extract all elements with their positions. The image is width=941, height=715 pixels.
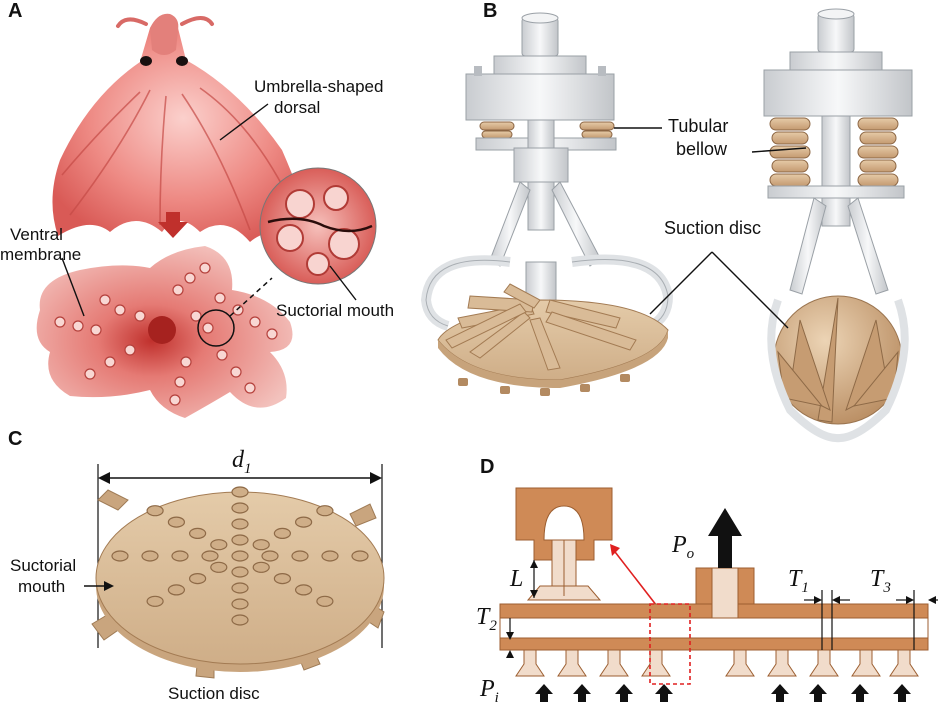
section-cup: [767, 649, 797, 677]
suction-cup: [189, 527, 207, 540]
section-view: [499, 567, 929, 685]
suction-cup: [167, 516, 185, 528]
cup-detail-inset: [515, 487, 613, 601]
suction-cup: [231, 566, 249, 578]
suction-cup: [252, 561, 270, 573]
inflow-arrow-icon: [851, 684, 869, 702]
section-cup: [809, 649, 839, 677]
label-pi: Pi: [480, 676, 499, 706]
suction-disc-image: [91, 486, 385, 679]
suction-cup: [252, 539, 270, 551]
octopus-dorsal-image: [52, 13, 314, 242]
suction-cup: [351, 550, 369, 562]
label-umbrella-dorsal-2: dorsal: [274, 98, 321, 117]
inflow-arrow-icon: [535, 684, 553, 702]
label-t3: T3: [870, 566, 891, 596]
suction-cup: [171, 550, 189, 562]
suction-cup: [231, 502, 249, 514]
zoom-source-circle: [197, 309, 235, 347]
suction-cup: [210, 561, 228, 573]
suction-cup: [316, 505, 334, 517]
gripper-closed: [763, 8, 913, 443]
suction-cup: [295, 584, 313, 596]
zoom-inset-image: [259, 167, 377, 285]
inflow-arrow-icon: [573, 684, 591, 702]
suction-cup: [261, 550, 279, 562]
inflow-arrow-icon: [615, 684, 633, 702]
suction-cup: [321, 550, 339, 562]
section-cup: [599, 649, 629, 677]
suction-cup: [141, 550, 159, 562]
label-po: Po: [672, 532, 695, 562]
suction-cup: [111, 550, 129, 562]
panel-b-letter: B: [483, 0, 498, 22]
suction-cup: [231, 534, 249, 546]
down-arrow-icon: [158, 212, 188, 238]
suction-cup: [291, 550, 309, 562]
suction-cup: [273, 572, 291, 585]
section-cup: [641, 649, 671, 677]
octopus-ventral-image: [36, 246, 293, 418]
section-cup: [557, 649, 587, 677]
label-suctorial-1: Suctorial: [10, 556, 77, 575]
label-umbrella-dorsal-1: Umbrella-shaped: [254, 77, 384, 96]
section-cup: [851, 649, 881, 677]
suction-cup: [273, 527, 291, 540]
suction-cup: [295, 516, 313, 528]
label-suctorial-mouth-a: Suctorial mouth: [276, 301, 395, 320]
suction-cup: [231, 550, 249, 562]
label-suction-disc-c: Suction disc: [168, 684, 260, 703]
suction-cup: [146, 505, 164, 517]
suction-cup: [231, 614, 249, 626]
label-suction-disc-b: Suction disc: [664, 218, 762, 238]
label-d1: d1: [232, 447, 252, 477]
inflow-arrow-icon: [771, 684, 789, 702]
label-ventral-2: membrane: [0, 245, 82, 264]
outflow-arrow-icon: [708, 508, 742, 568]
panel-c-graphic: [84, 464, 385, 679]
suction-cup: [316, 595, 334, 607]
panel-a-letter: A: [8, 0, 23, 22]
label-t1: T1: [788, 566, 809, 596]
section-cup: [725, 649, 755, 677]
suction-cup: [167, 584, 185, 596]
label-tubular-2: bellow: [676, 139, 728, 159]
label-ventral-1: Ventral: [10, 225, 63, 244]
suction-cup: [201, 550, 219, 562]
suction-cup: [231, 598, 249, 610]
label-suctorial-2: mouth: [18, 577, 66, 596]
suction-cup: [231, 582, 249, 594]
suction-cup: [146, 595, 164, 607]
inflow-arrow-icon: [893, 684, 911, 702]
inflow-arrow-icon: [655, 684, 673, 702]
section-cup: [515, 649, 545, 677]
suction-cup: [189, 572, 207, 585]
panel-d-letter: D: [480, 456, 495, 478]
section-cup: [889, 649, 919, 677]
gripper-open: [420, 12, 674, 396]
label-l: L: [510, 566, 524, 592]
panel-b-graphic: [420, 8, 913, 443]
panel-c-letter: C: [8, 428, 23, 450]
suction-cup: [210, 539, 228, 551]
suction-cup: [231, 518, 249, 530]
suction-cup: [231, 486, 249, 498]
label-t2: T2: [476, 604, 497, 634]
panel-d-graphic: [499, 487, 938, 702]
inflow-arrow-icon: [809, 684, 827, 702]
panel-a-graphic: [36, 13, 377, 418]
label-tubular-1: Tubular: [668, 116, 729, 136]
